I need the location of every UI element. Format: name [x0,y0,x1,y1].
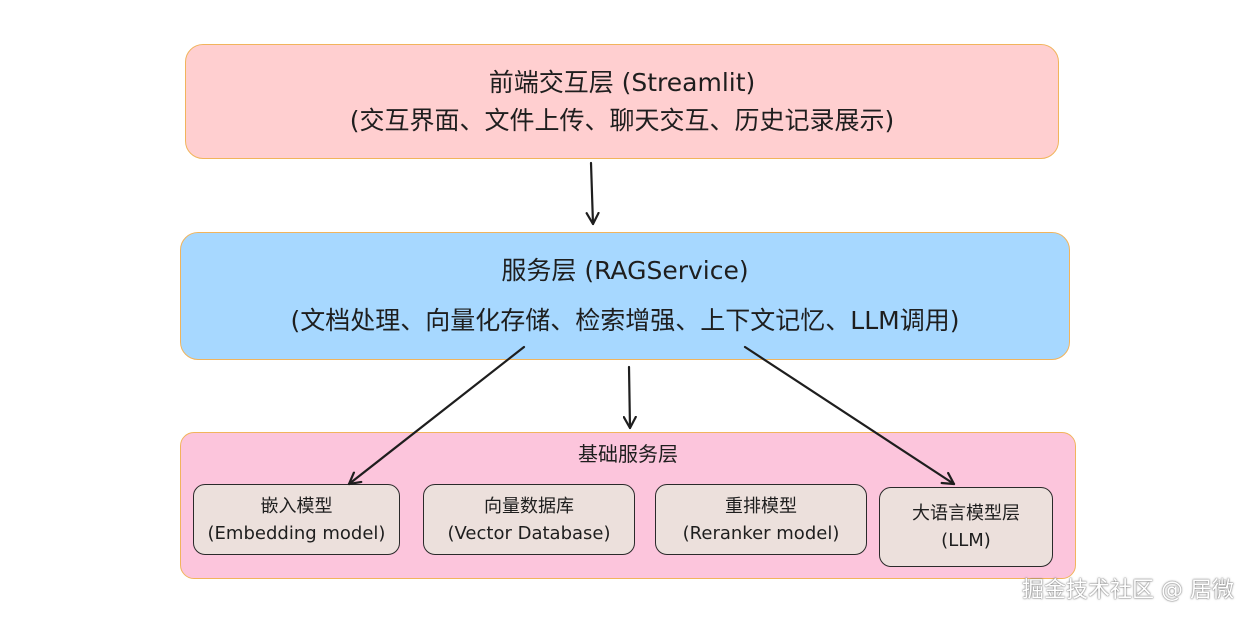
embedding-model-label: 嵌入模型 [260,495,333,517]
watermark-text: 掘金技术社区 @ 居微 [1022,578,1234,603]
llm-layer-sublabel: (LLM) [941,530,991,551]
service-layer-title: 服务层 (RAGService) [501,256,749,285]
frontend-layer-subtitle: (交互界面、文件上传、聊天交互、历史记录展示) [349,105,895,135]
reranker-model-sublabel: (Reranker model) [682,522,840,544]
llm-layer-box: 大语言模型层 (LLM) [879,487,1053,567]
vector-database-sublabel: (Vector Database) [447,522,611,544]
frontend-layer-box: 前端交互层 (Streamlit) (交互界面、文件上传、聊天交互、历史记录展示… [185,44,1059,159]
reranker-model-label: 重排模型 [725,495,797,517]
vector-database-box: 向量数据库 (Vector Database) [423,484,635,555]
embedding-model-box: 嵌入模型 (Embedding model) [193,484,400,555]
llm-layer-label: 大语言模型层 [912,503,1020,524]
arrow-service-to-vector-db [629,365,630,430]
service-layer-subtitle: (文档处理、向量化存储、检索增强、上下文记忆、LLM调用) [290,306,960,335]
frontend-layer-title: 前端交互层 (Streamlit) [488,67,756,97]
vector-database-label: 向量数据库 [484,495,574,517]
arrow-frontend-to-service [591,161,593,226]
reranker-model-box: 重排模型 (Reranker model) [655,484,867,555]
service-layer-box: 服务层 (RAGService) (文档处理、向量化存储、检索增强、上下文记忆、… [180,232,1070,360]
base-layer-title: 基础服务层 [578,442,678,466]
embedding-model-sublabel: (Embedding model) [207,522,386,544]
